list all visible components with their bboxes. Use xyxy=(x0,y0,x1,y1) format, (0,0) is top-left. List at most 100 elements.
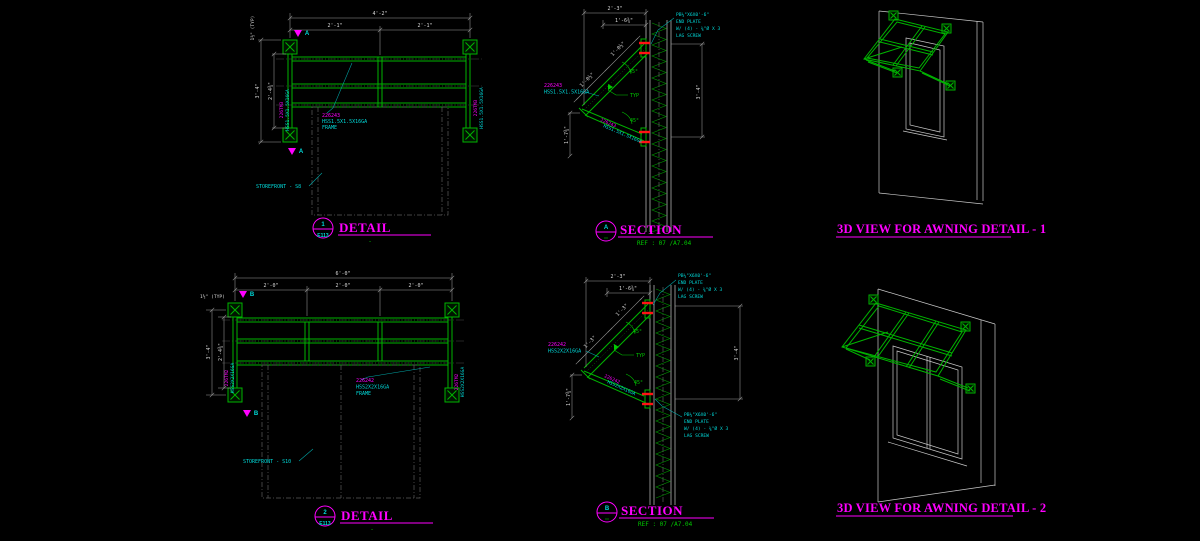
section-bubble-letter: A xyxy=(604,225,609,231)
detail-2-awning-frame xyxy=(227,302,460,403)
section-ref: REF : 07 /A7.04 xyxy=(638,521,693,528)
detail-bubble-sheet: E113 xyxy=(319,521,331,527)
weld-note: TYP xyxy=(630,93,639,99)
end-plate xyxy=(644,389,651,409)
end-plate-note: END PLATE xyxy=(676,19,701,25)
angle-dim: 45° xyxy=(633,329,642,335)
dim-drop: 1'-7¾" xyxy=(566,388,572,406)
member-part-left: 226TM2 xyxy=(224,369,230,386)
member-size-left: HSS2X2X16GA xyxy=(230,363,236,394)
end-plate-note: PB¼"X6X0'-6" xyxy=(676,12,709,18)
wall-wireframe xyxy=(877,288,996,503)
frame-kind-label: FRAME xyxy=(322,125,337,131)
member-size-right: HSS1.5X1.5X16GA xyxy=(479,87,485,129)
angle-dim: 45° xyxy=(629,69,638,75)
section-a-title: A SECTION REF : 07 /A7.04 xyxy=(595,220,713,247)
section-a-labels: 226243 HSS1.5X1.5X16GA 226243 HSS1.5X1.5… xyxy=(544,12,720,145)
member-size-right: HSS2X2X16GA xyxy=(460,367,466,398)
dim-seg: 2'-1" xyxy=(327,23,342,29)
detail-1-centerlines xyxy=(276,58,484,106)
awning-3d-frame xyxy=(841,294,976,394)
end-plate-note: LAG SCREW xyxy=(684,433,709,439)
frame-size-label: HSS2X2X16GA xyxy=(548,349,581,355)
dim-right: 3'-4" xyxy=(696,84,702,99)
angle-dim: 45° xyxy=(630,118,639,124)
end-plate-note: PB¼"X6X0'-6" xyxy=(678,273,711,279)
view-3d-2: 3D VIEW FOR AWNING DETAIL - 2 xyxy=(836,288,1046,517)
weld-note: TYP xyxy=(636,353,645,359)
cut-marker-letter: A xyxy=(299,149,304,155)
end-plate-note: LAG SCREW xyxy=(678,294,703,300)
view-title: 3D VIEW FOR AWNING DETAIL - 2 xyxy=(837,501,1046,515)
member-part-right: 226TM2 xyxy=(454,373,460,390)
section-b: 2'-3" 1'-6¾" 3'-4" 1'-7¾" 1'-3" 1'-3" 45… xyxy=(548,273,743,528)
section-a: 2'-3" 1'-6¾" 3'-4" 1'-7¾" 1'-0½" 1'-0½" … xyxy=(544,6,720,247)
anchor-plate xyxy=(868,294,879,305)
detail-2-centerlines xyxy=(222,319,466,364)
detail-2-labels: 226242 HSS2X2X16GA FRAME 226TM2 HSS2X2X1… xyxy=(224,363,466,465)
detail-1-storefront-outline xyxy=(311,106,449,216)
diag-size-label: HSS2X2X16GA xyxy=(606,379,636,397)
dim-top-inner: 1'-6¾" xyxy=(619,286,637,292)
dim-top: 2'-3" xyxy=(607,6,622,12)
section-title: SECTION xyxy=(621,503,683,518)
weld-symbol xyxy=(613,349,634,356)
section-b-title: B SECTION REF : 07 /A7.04 xyxy=(596,501,714,528)
view-3d-2-title: 3D VIEW FOR AWNING DETAIL - 2 xyxy=(836,501,1046,517)
dim-top-inner: 1'-6¾" xyxy=(615,18,633,24)
end-plate-note: END PLATE xyxy=(678,280,703,286)
end-plate-note: END PLATE xyxy=(684,419,709,425)
wall-wireframe xyxy=(878,10,984,205)
end-plate-note: PB¼"X6X0'-6" xyxy=(684,412,717,418)
anchor-plate xyxy=(945,80,956,91)
dim-seg: 2'-0" xyxy=(335,283,350,289)
dim-height-outer: 3'-4" xyxy=(255,83,261,98)
frame-part-number: 226243 xyxy=(322,113,340,119)
dim-drop: 1'-7¾" xyxy=(564,126,570,144)
detail-2-dimensions: 6'-0" 2'-0" 2'-0" 2'-0" 3'-4" 2'-4¾" 1½"… xyxy=(200,271,455,398)
frame-size-label: HSS1.5X1.5X16GA xyxy=(322,119,367,125)
detail-bubble-number: 2 xyxy=(323,510,327,516)
frame-part-number: 226242 xyxy=(356,378,374,384)
end-plate xyxy=(640,127,647,147)
dim-diag: 1'-3" xyxy=(615,303,630,318)
section-ref: REF : 07 /A7.04 xyxy=(637,240,692,247)
anchor-plate xyxy=(462,39,478,55)
end-plate-note: LAG SCREW xyxy=(676,33,701,39)
dim-right: 3'-4" xyxy=(734,345,740,360)
dim-total: 4'-2" xyxy=(372,11,387,17)
cut-marker-letter: B xyxy=(254,411,259,417)
frame-part-number: 226242 xyxy=(548,342,566,348)
detail-bubble-sheet: E113 xyxy=(317,233,329,239)
dim-top: 2'-3" xyxy=(610,274,625,280)
storefront-label: STOREFRONT - S10 xyxy=(243,459,291,465)
end-plate xyxy=(640,38,647,58)
window-outline xyxy=(905,37,945,138)
detail-title: DETAIL xyxy=(339,220,391,235)
window-outline xyxy=(892,345,963,460)
cut-marker-letter: A xyxy=(305,31,310,37)
anchor-plate xyxy=(965,383,976,394)
end-plate-note: W/ (4) - ⅜"Ø X 3 xyxy=(684,425,728,432)
anchor-plate xyxy=(444,302,460,318)
view-3d-1: 3D VIEW FOR AWNING DETAIL - 1 xyxy=(836,10,1046,238)
dim-total: 6'-0" xyxy=(335,271,350,277)
end-plate-note: W/ (4) - ⅜"Ø X 3 xyxy=(676,25,720,32)
anchor-plate xyxy=(227,302,243,318)
awning-3d-frame xyxy=(863,10,956,91)
detail-1-dimensions: 4'-2" 2'-1" 2'-1" 3'-4" 2'-4¾" 1½" (TYP) xyxy=(249,11,473,145)
member-size-left: HSS1.5X1.5X16GA xyxy=(285,89,291,131)
frame-kind-label: FRAME xyxy=(356,391,371,397)
detail-1-labels: 226243 HSS1.5X1.5X16GA FRAME 226TM3 HSS1… xyxy=(256,62,485,190)
dim-height-inner: 2'-4¾" xyxy=(218,343,224,361)
dim-seg: 2'-0" xyxy=(408,283,423,289)
detail-subtitle: - xyxy=(368,238,372,245)
section-cut-marker-b: B B xyxy=(239,291,259,417)
insulation-zigzag xyxy=(651,22,667,233)
frame-size-label: HSS2X2X16GA xyxy=(356,385,389,391)
insulation-zigzag xyxy=(655,288,671,499)
section-title: SECTION xyxy=(620,222,682,237)
frame-part-number: 226243 xyxy=(544,83,562,89)
